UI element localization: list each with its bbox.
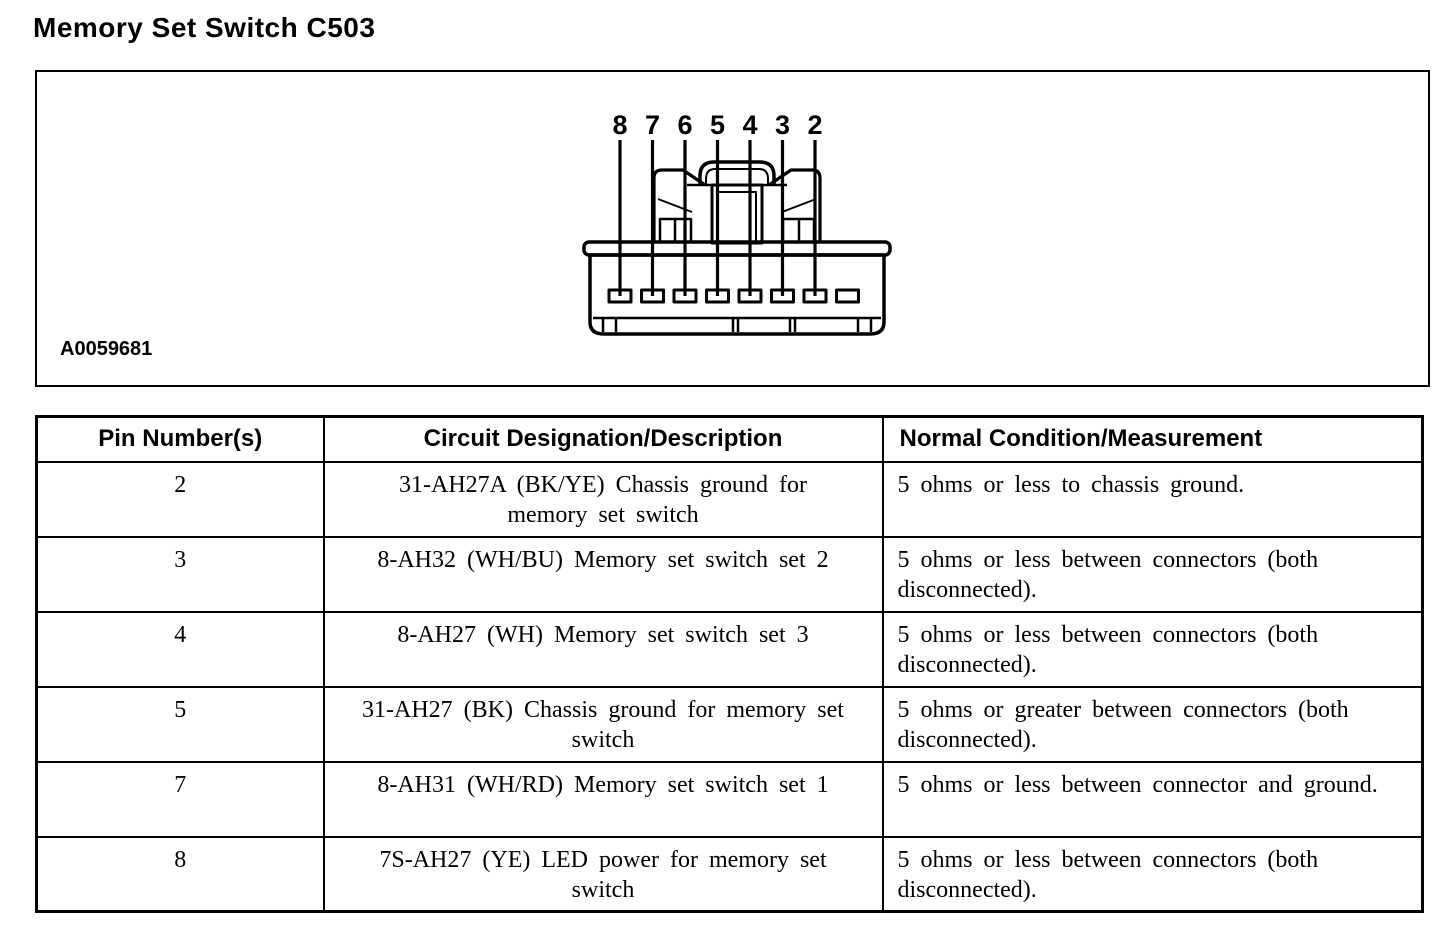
condition-cell: 5 ohms or less between connectors (both …: [881, 535, 1424, 613]
condition-cell: 5 ohms or less between connector and gro…: [881, 760, 1424, 838]
circuit-cell: 31-AH27 (BK) Chassis ground for memory s…: [322, 685, 884, 763]
condition-cell: 5 ohms or less to chassis ground.: [881, 460, 1424, 538]
connector-drawing: [582, 140, 892, 336]
pin-number-cell: 5: [35, 685, 325, 763]
pin-slots: [607, 288, 860, 304]
circuit-text: 8-AH32 (WH/BU) Memory set switch set 2: [377, 546, 829, 573]
pin-measurement-table: Pin Number(s) Circuit Designation/Descri…: [35, 415, 1424, 913]
circuit-text: 8-AH31 (WH/RD) Memory set switch set 1: [377, 771, 829, 798]
page-title: Memory Set Switch C503: [33, 12, 376, 43]
circuit-text: 8-AH27 (WH) Memory set switch set 3: [397, 621, 809, 648]
pin-leader-lines: [618, 140, 817, 296]
table-row: 3 8-AH32 (WH/BU) Memory set switch set 2…: [35, 535, 1424, 613]
condition-cell: 5 ohms or less between connectors (both …: [881, 835, 1424, 913]
circuit-text: 31-AH27 (BK) Chassis ground for memory s…: [362, 696, 844, 753]
pin-label-5: 5: [709, 110, 726, 140]
pin-label-7: 7: [644, 110, 661, 140]
connector-diagram-figure: 8 7 6 5 4 3 2 A0059681: [35, 70, 1430, 387]
table-row: 4 8-AH27 (WH) Memory set switch set 3 5 …: [35, 610, 1424, 688]
latch-right-rib: [781, 198, 817, 213]
latch-tab-inner: [705, 168, 769, 185]
pin-number-cell: 7: [35, 760, 325, 838]
circuit-text: 7S-AH27 (YE) LED power for memory set sw…: [379, 846, 827, 903]
connector-body: [588, 253, 886, 336]
circuit-cell: 8-AH27 (WH) Memory set switch set 3: [322, 610, 884, 688]
pin-label-2: 2: [807, 110, 823, 140]
pin-label-8: 8: [612, 110, 628, 140]
pin-number-cell: 3: [35, 535, 325, 613]
table-row: 7 8-AH31 (WH/RD) Memory set switch set 1…: [35, 760, 1424, 838]
condition-cell: 5 ohms or less between connectors (both …: [881, 610, 1424, 688]
pin-number-cell: 4: [35, 610, 325, 688]
header-pin-numbers: Pin Number(s): [35, 415, 325, 463]
header-normal-condition: Normal Condition/Measurement: [881, 415, 1424, 463]
latch-slot-outer: [710, 183, 764, 245]
circuit-cell: 8-AH32 (WH/BU) Memory set switch set 2: [322, 535, 884, 613]
pin-label-3: 3: [774, 110, 791, 140]
latch-tab-outer: [698, 160, 776, 185]
figure-code: A0059681: [60, 338, 153, 360]
circuit-text: 31-AH27A (BK/YE) Chassis ground for memo…: [399, 471, 807, 528]
latch-left-rib: [657, 198, 693, 213]
pin-number-cell: 2: [35, 460, 325, 538]
table-row: 8 7S-AH27 (YE) LED power for memory set …: [35, 835, 1424, 913]
condition-cell: 5 ohms or greater between connectors (bo…: [881, 685, 1424, 763]
circuit-cell: 31-AH27A (BK/YE) Chassis ground for memo…: [322, 460, 884, 538]
circuit-cell: 7S-AH27 (YE) LED power for memory set sw…: [322, 835, 884, 913]
pin-label-6: 6: [677, 110, 693, 140]
pin-label-4: 4: [742, 110, 758, 140]
circuit-cell: 8-AH31 (WH/RD) Memory set switch set 1: [322, 760, 884, 838]
table-row: 5 31-AH27 (BK) Chassis ground for memory…: [35, 685, 1424, 763]
pin-number-cell: 8: [35, 835, 325, 913]
latch-right-wing: [768, 168, 822, 243]
table-header-row: Pin Number(s) Circuit Designation/Descri…: [35, 415, 1424, 463]
table-row: 2 31-AH27A (BK/YE) Chassis ground for me…: [35, 460, 1424, 538]
header-circuit-designation: Circuit Designation/Description: [322, 415, 884, 463]
